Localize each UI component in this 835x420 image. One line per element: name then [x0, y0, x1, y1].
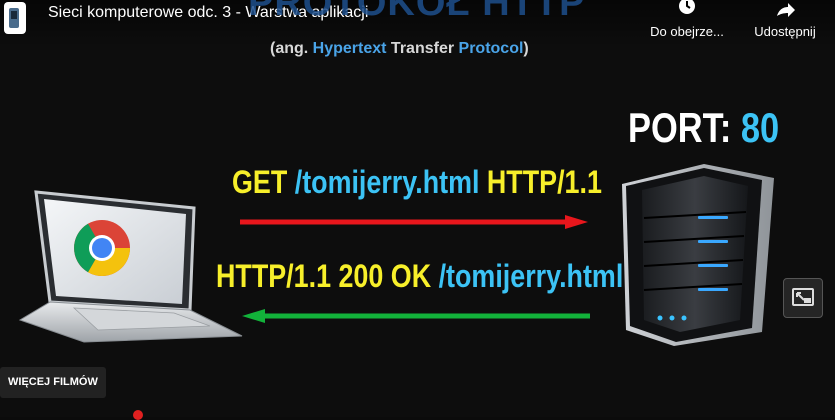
watch-later-button[interactable]: Do obejrze... — [644, 0, 730, 48]
port-label: PORT: 80 — [628, 104, 780, 151]
share-label: Udostępnij — [754, 24, 816, 39]
http-request-text: GET /tomijerry.html HTTP/1.1 — [232, 164, 602, 200]
laptop-icon — [18, 190, 243, 343]
share-icon — [777, 3, 795, 17]
slide-title: PROTOKÓŁ HTTP — [248, 0, 586, 24]
request-arrow-icon — [240, 215, 588, 229]
slide-subtitle: (ang. Hypertext Transfer Protocol) — [270, 40, 529, 57]
more-videos-button[interactable]: WIĘCEJ FILMÓW — [0, 367, 106, 398]
miniplayer-icon — [792, 288, 814, 306]
progress-scrubber-dot[interactable] — [133, 410, 143, 420]
video-title[interactable]: Sieci komputerowe odc. 3 - Warstwa aplik… — [48, 4, 369, 21]
response-arrow-icon — [242, 309, 590, 323]
http-response-text: HTTP/1.1 200 OK /tomijerry.html — [216, 258, 624, 294]
miniplayer-button[interactable] — [783, 278, 823, 318]
port-number: 80 — [740, 104, 780, 151]
clock-icon — [679, 0, 695, 14]
video-top-overlay: Sieci komputerowe odc. 3 - Warstwa aplik… — [0, 0, 835, 48]
share-button[interactable]: Udostępnij — [745, 0, 825, 48]
watch-later-label: Do obejrze... — [650, 24, 724, 39]
server-icon — [622, 164, 774, 346]
channel-avatar[interactable] — [4, 2, 26, 34]
